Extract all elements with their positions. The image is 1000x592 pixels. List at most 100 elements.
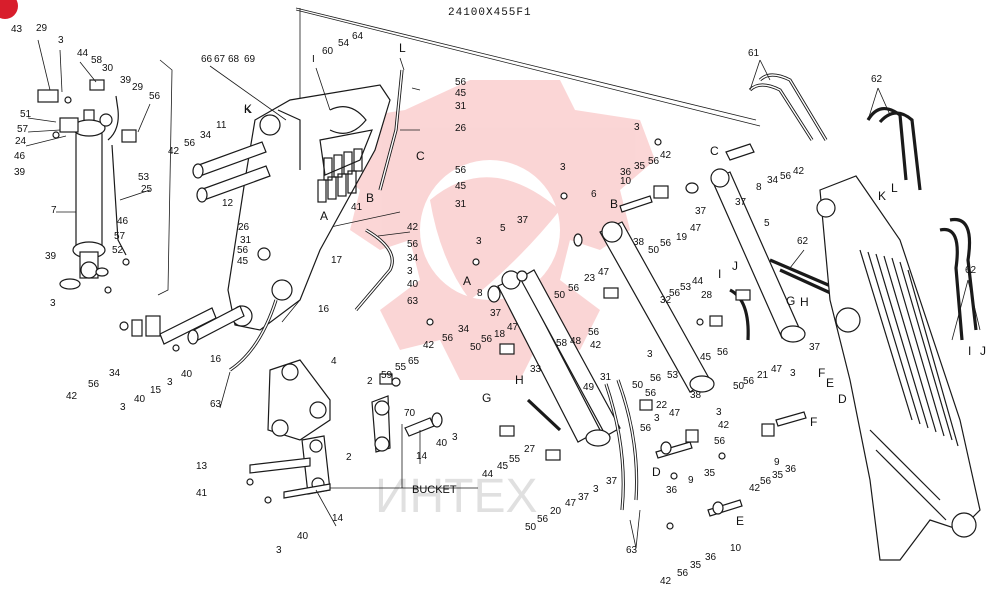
- part-callout-101: 55: [509, 454, 521, 465]
- part-callout-73: 2: [346, 452, 352, 463]
- part-callout-146: 3: [790, 368, 796, 379]
- part-callout-21: 42: [168, 146, 180, 157]
- part-callout-79: 42: [423, 340, 435, 351]
- part-callout-92: 58: [556, 338, 568, 349]
- part-callout-70: 40: [436, 438, 448, 449]
- reference-letter-17: J: [980, 344, 986, 358]
- part-callout-53: 16: [318, 304, 330, 315]
- part-callout-81: 34: [458, 324, 470, 335]
- reference-letter-2: C: [416, 149, 425, 163]
- part-callout-142: 50: [733, 381, 745, 392]
- part-callout-128: 44: [692, 276, 704, 287]
- part-callout-69: 70: [404, 408, 416, 419]
- part-callout-84: 3: [476, 236, 482, 247]
- part-callout-156: 10: [730, 543, 742, 554]
- part-callout-141: 56: [717, 347, 729, 358]
- part-callout-157: 36: [705, 552, 717, 563]
- part-callout-159: 56: [677, 568, 689, 579]
- part-callout-44: 34: [407, 253, 419, 264]
- part-callout-95: 31: [600, 372, 612, 383]
- part-callout-137: 22: [656, 400, 668, 411]
- part-callout-66: 59: [381, 370, 393, 381]
- part-callout-78: 3: [276, 545, 282, 556]
- reference-letter-13: H: [800, 295, 809, 309]
- part-callout-125: 32: [660, 295, 672, 306]
- part-callout-104: 50: [525, 522, 537, 533]
- part-callout-20: 3: [50, 298, 56, 309]
- part-callout-94: 49: [583, 382, 595, 393]
- part-callout-8: 51: [20, 109, 32, 120]
- part-callout-2: 44: [77, 48, 89, 59]
- part-callout-56: 34: [109, 368, 121, 379]
- part-callout-7: 56: [149, 91, 161, 102]
- part-callout-15: 7: [51, 205, 57, 216]
- arm-frame: [227, 84, 391, 331]
- reference-letter-18: F: [818, 366, 825, 380]
- part-callout-155: 9: [688, 475, 694, 486]
- part-callout-165: 56: [760, 476, 772, 487]
- part-callout-177: K: [244, 105, 251, 116]
- part-callout-75: 41: [196, 488, 208, 499]
- part-callout-138: 47: [669, 408, 681, 419]
- part-callout-151: 56: [714, 436, 726, 447]
- part-callout-80: 56: [442, 333, 454, 344]
- part-callout-72: 14: [416, 451, 428, 462]
- part-callout-97: 56: [568, 283, 580, 294]
- part-callout-3: 58: [91, 55, 103, 66]
- part-callout-59: 15: [150, 385, 162, 396]
- part-callout-153: 35: [704, 468, 716, 479]
- part-callout-116: 35: [634, 161, 646, 172]
- reference-letter-5: A: [463, 274, 471, 288]
- part-callout-176: 62: [965, 265, 977, 276]
- reference-letter-11: J: [732, 259, 738, 273]
- part-callout-108: 37: [578, 492, 590, 503]
- part-callout-40: 31: [455, 199, 467, 210]
- part-callout-135: 50: [632, 380, 644, 391]
- corner-badge-label: 43: [11, 24, 23, 35]
- part-callout-91: 33: [530, 364, 542, 375]
- part-callout-158: 35: [690, 560, 702, 571]
- part-callout-39: 45: [455, 181, 467, 192]
- part-callout-162: 9: [774, 457, 780, 468]
- leader-lines: [25, 39, 981, 549]
- part-callout-160: 42: [660, 576, 672, 587]
- part-callout-27: 67: [214, 54, 226, 65]
- reference-letter-21: F: [810, 415, 817, 429]
- part-callout-170: 42: [793, 166, 805, 177]
- part-callout-120: 56: [660, 238, 672, 249]
- part-callout-33: 64: [352, 31, 364, 42]
- part-callout-90: 47: [507, 322, 519, 333]
- part-callout-54: 42: [66, 391, 78, 402]
- part-callout-35: 45: [455, 88, 467, 99]
- part-callout-154: 36: [666, 485, 678, 496]
- reference-letter-8: H: [515, 373, 524, 387]
- part-callout-12: 39: [14, 167, 26, 178]
- part-callout-43: 56: [407, 239, 419, 250]
- part-callout-106: 20: [550, 506, 562, 517]
- part-callout-23: 34: [200, 130, 212, 141]
- part-callout-172: 5: [764, 218, 770, 229]
- part-callout-17: 57: [114, 231, 126, 242]
- part-callout-99: 47: [598, 267, 610, 278]
- part-callout-134: 53: [667, 370, 679, 381]
- part-callout-52: 17: [331, 255, 343, 266]
- part-callout-34: 56: [455, 77, 467, 88]
- part-callout-130: 56: [588, 327, 600, 338]
- reference-letter-19: E: [826, 376, 834, 390]
- part-callout-126: 56: [669, 288, 681, 299]
- part-callout-123: 37: [695, 206, 707, 217]
- part-callout-36: 31: [455, 101, 467, 112]
- part-callout-98: 23: [584, 273, 596, 284]
- drawing-code: 24100X455F1: [448, 7, 532, 19]
- part-callout-25: 12: [222, 198, 234, 209]
- reference-letter-22: E: [736, 514, 744, 528]
- reference-letter-3: B: [366, 191, 374, 205]
- part-callout-51: 45: [237, 256, 249, 267]
- part-callout-103: 44: [482, 469, 494, 480]
- reference-letter-12: G: [786, 294, 795, 308]
- part-callout-168: 34: [767, 175, 779, 186]
- reference-letter-7: C: [710, 144, 719, 158]
- part-callout-61: 40: [181, 369, 193, 380]
